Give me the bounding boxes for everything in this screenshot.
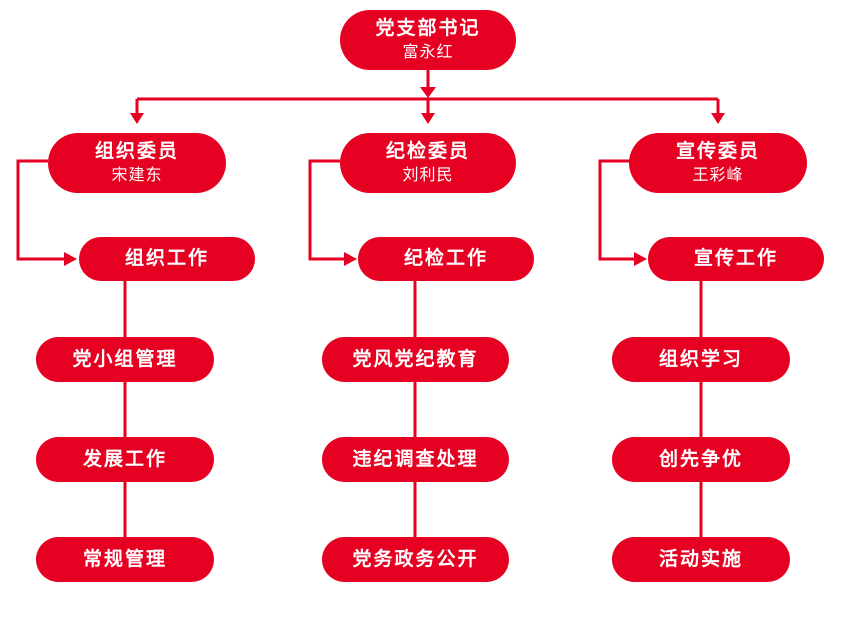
node-title: 宣传委员 xyxy=(675,140,760,162)
arrow-down-icon xyxy=(421,113,435,124)
work-node-publicity: 宣传工作 xyxy=(648,237,824,281)
task-node: 违纪调查处理 xyxy=(322,437,509,482)
task-node: 党务政务公开 xyxy=(322,537,509,582)
task-node: 常规管理 xyxy=(36,537,214,582)
task-node: 发展工作 xyxy=(36,437,214,482)
node-name: 宋建东 xyxy=(111,166,163,184)
branch-node-organization: 组织委员 宋建东 xyxy=(48,133,226,193)
task-node: 党风党纪教育 xyxy=(322,337,509,382)
root-node-secretary: 党支部书记 富永红 xyxy=(340,10,516,70)
arrow-down-icon xyxy=(420,87,436,98)
arrow-right-icon xyxy=(64,252,77,266)
arrow-down-icon xyxy=(711,113,725,124)
node-name: 王彩峰 xyxy=(692,166,744,184)
node-title: 党支部书记 xyxy=(375,17,481,39)
arrow-down-icon xyxy=(130,113,144,124)
branch-node-discipline: 纪检委员 刘利民 xyxy=(340,133,516,193)
task-node: 活动实施 xyxy=(612,537,790,582)
branch-node-publicity: 宣传委员 王彩峰 xyxy=(629,133,807,193)
arrow-right-icon xyxy=(344,252,357,266)
task-node: 创先争优 xyxy=(612,437,790,482)
task-node: 组织学习 xyxy=(612,337,790,382)
node-name: 富永红 xyxy=(402,43,454,61)
arrow-right-icon xyxy=(634,252,647,266)
node-title: 组织委员 xyxy=(94,140,179,162)
work-node-organization: 组织工作 xyxy=(79,237,255,281)
work-node-discipline: 纪检工作 xyxy=(358,237,534,281)
task-node: 党小组管理 xyxy=(36,337,214,382)
node-name: 刘利民 xyxy=(402,166,454,184)
node-title: 纪检委员 xyxy=(385,140,470,162)
